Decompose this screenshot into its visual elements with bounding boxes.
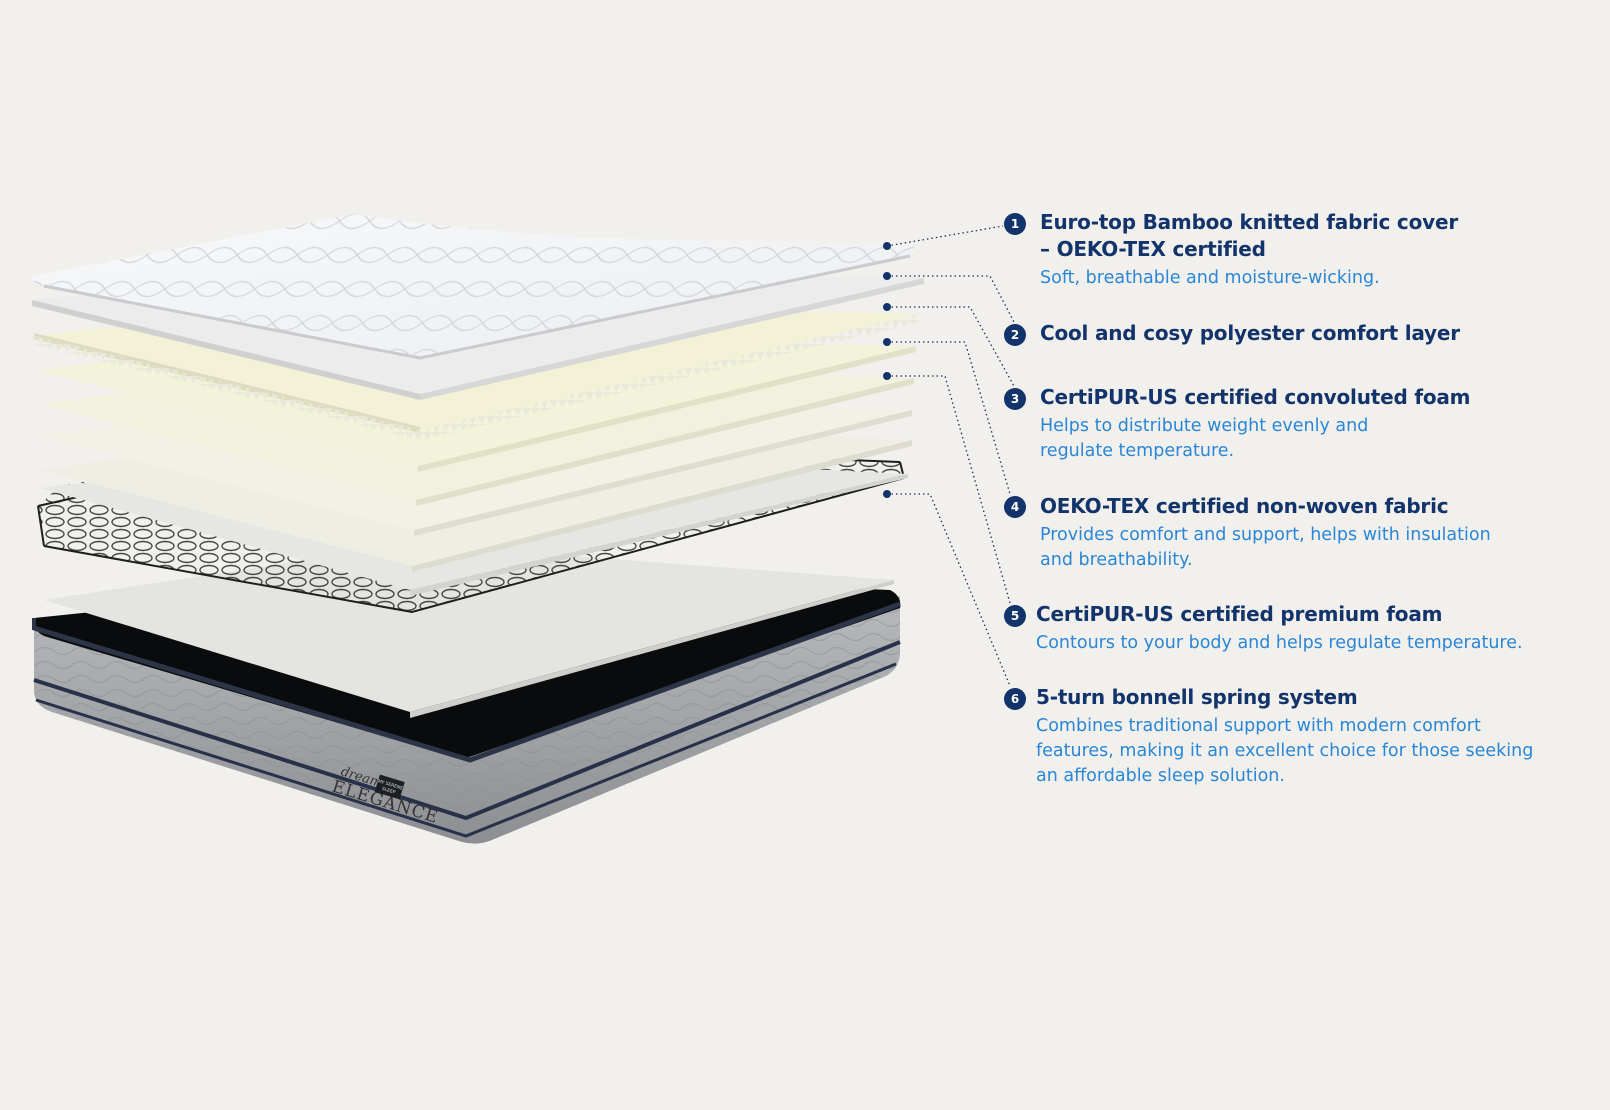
- feature-description-line-3: an affordable sleep solution.: [1036, 766, 1285, 786]
- leader-dot-4: [883, 338, 891, 346]
- feature-number-badge: 2: [1004, 324, 1026, 346]
- feature-description: Combines traditional support with modern…: [1036, 716, 1481, 736]
- feature-description-line-2: features, making it an excellent choice …: [1036, 741, 1534, 761]
- mattress-piping: [33, 640, 901, 821]
- feature-number-badge: 1: [1004, 213, 1026, 235]
- feature-title: 5-turn bonnell spring system: [1036, 685, 1358, 709]
- feature-description: Helps to distribute weight evenly and: [1040, 416, 1369, 436]
- leader-lines: [886, 225, 1015, 687]
- feature-description: Provides comfort and support, helps with…: [1040, 525, 1491, 545]
- bottom-layer: [44, 544, 894, 718]
- mattress-piping-bottom: [35, 662, 897, 838]
- feature-title: Cool and cosy polyester comfort layer: [1040, 321, 1460, 345]
- leader-line-1: [886, 225, 1004, 247]
- feature-title: OEKO-TEX certified non-woven fabric: [1040, 494, 1449, 518]
- feature-description-line-2: regulate temperature.: [1040, 441, 1235, 461]
- leader-line-4: [887, 341, 1011, 495]
- feature-description: Contours to your body and helps regulate…: [1036, 633, 1523, 653]
- leader-dots: [883, 242, 891, 498]
- feature-number-badge: 6: [1004, 688, 1026, 710]
- leader-dot-2: [883, 272, 891, 280]
- leader-line-3: [887, 306, 1015, 387]
- feature-description-line-2: and breathability.: [1040, 550, 1193, 570]
- feature-number-badge: 4: [1004, 496, 1026, 518]
- feature-title: Euro-top Bamboo knitted fabric cover: [1040, 210, 1458, 234]
- feature-number-badge: 5: [1004, 605, 1026, 627]
- leader-line-6: [887, 493, 1011, 687]
- mattress-top-edge: [33, 601, 901, 763]
- feature-description: Soft, breathable and moisture-wicking.: [1040, 268, 1380, 288]
- leader-line-5: [887, 375, 1011, 604]
- feature-number-badge: 3: [1004, 388, 1026, 410]
- feature-title: CertiPUR-US certified convoluted foam: [1040, 385, 1471, 409]
- brand-tag-bottom: SLEEP: [381, 786, 396, 796]
- euro-top-cover-layer: [31, 214, 916, 360]
- leader-dot-5: [883, 372, 891, 380]
- leader-dot-3: [883, 303, 891, 311]
- feature-title-line-2: – OEKO-TEX certified: [1040, 237, 1266, 261]
- brand-tag: [374, 774, 405, 800]
- leader-dot-6: [883, 490, 891, 498]
- leader-dot-1: [883, 242, 891, 250]
- mattress-knit-texture: [34, 596, 900, 844]
- feature-title: CertiPUR-US certified premium foam: [1036, 602, 1443, 626]
